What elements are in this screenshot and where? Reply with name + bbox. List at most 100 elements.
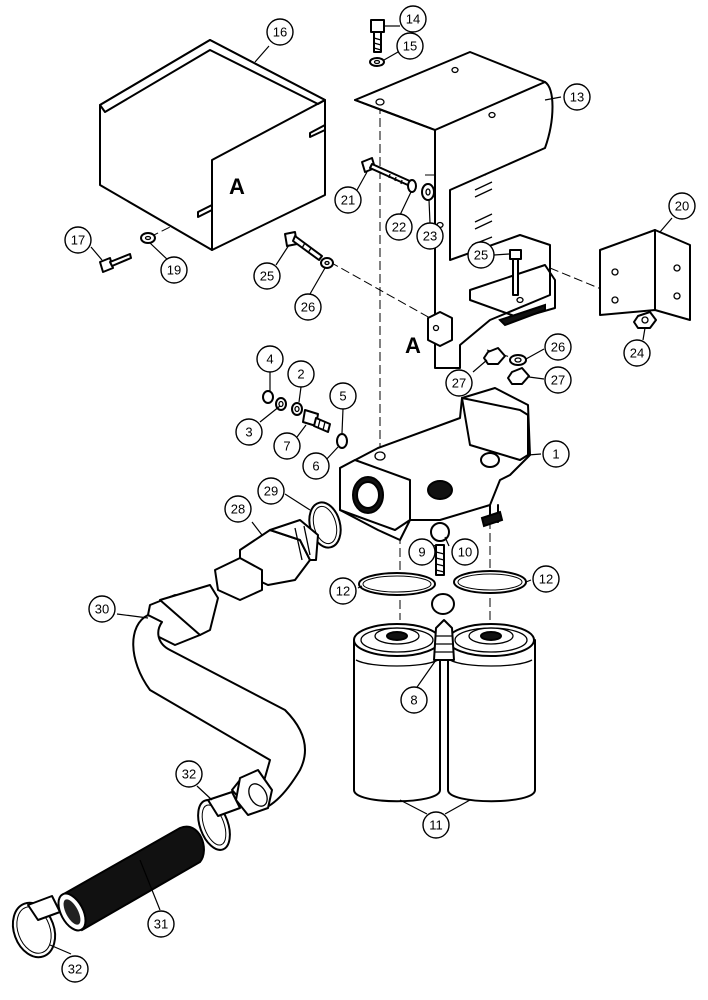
callout-text-20: 20	[675, 199, 689, 214]
washer-part-4	[262, 390, 274, 404]
callout-text-14: 14	[406, 12, 420, 27]
callout-19: 19	[160, 256, 188, 284]
callout-17: 17	[64, 226, 92, 254]
callout-26-right: 26	[544, 333, 572, 361]
washer-part-26-left	[320, 257, 334, 269]
callout-text-28: 28	[231, 502, 245, 517]
callout-text-27-left: 27	[452, 376, 466, 391]
callout-text-16: 16	[273, 25, 287, 40]
filter-cartridge-part-11-right	[447, 623, 536, 803]
callout-25-right: 25	[467, 241, 495, 269]
tube-part-30	[132, 584, 306, 816]
nipple-part-8	[433, 619, 455, 661]
weld-nut-block	[427, 311, 453, 347]
callout-15: 15	[396, 32, 424, 60]
nut-part-24	[633, 311, 657, 329]
callout-32-upper: 32	[175, 760, 203, 788]
callout-text-2: 2	[297, 367, 304, 382]
gasket-part-12-right	[453, 570, 527, 594]
callout-26-left: 26	[294, 293, 322, 321]
callout-text-22: 22	[392, 220, 406, 235]
callout-10: 10	[451, 538, 479, 566]
bolt-part-21	[361, 157, 413, 187]
callout-9: 9	[408, 538, 436, 566]
reference-label-a-upper: A	[229, 174, 245, 199]
lock-washer-part-22	[407, 179, 417, 193]
callout-text-6: 6	[312, 459, 319, 474]
nut-part-27-left	[483, 347, 506, 365]
callout-text-10: 10	[458, 545, 472, 560]
callout-text-17: 17	[71, 233, 85, 248]
washer-part-15	[369, 57, 385, 67]
callout-25-left: 25	[253, 262, 281, 290]
filter-cartridge-part-11-left	[353, 623, 441, 803]
callout-text-12-left: 12	[336, 584, 350, 599]
callout-text-24: 24	[630, 346, 644, 361]
callout-text-30: 30	[95, 602, 109, 617]
switch-part-7	[302, 409, 331, 433]
washer-part-26-right	[509, 354, 527, 366]
callout-5: 5	[329, 382, 357, 410]
callout-text-26-left: 26	[301, 300, 315, 315]
cover-part-16	[99, 39, 326, 251]
callout-7: 7	[273, 432, 301, 460]
callout-text-32-upper: 32	[182, 767, 196, 782]
callout-23: 23	[416, 222, 444, 250]
o-ring-part-6	[336, 433, 348, 449]
gasket-part-12-left	[358, 572, 436, 596]
hose-clamp-part-32-upper	[197, 791, 241, 851]
callout-text-29: 29	[264, 484, 278, 499]
callout-32-lower: 32	[61, 955, 89, 983]
callout-text-9: 9	[418, 545, 425, 560]
callout-text-7: 7	[283, 439, 290, 454]
washer-part-23	[421, 183, 435, 201]
washer-part-19	[140, 232, 156, 244]
callout-text-23: 23	[423, 229, 437, 244]
leader-lines	[49, 25, 673, 955]
callout-4: 4	[256, 345, 284, 373]
callout-text-11: 11	[429, 818, 443, 833]
callout-text-25-right: 25	[474, 248, 488, 263]
callout-27-left: 27	[445, 369, 473, 397]
callout-text-4: 4	[266, 352, 273, 367]
washer-part-2	[291, 402, 303, 416]
callout-22: 22	[385, 213, 413, 241]
callout-text-8: 8	[410, 693, 417, 708]
callout-text-31: 31	[154, 917, 168, 932]
callout-31: 31	[147, 910, 175, 938]
nut-part-27-right	[507, 367, 530, 385]
callout-3: 3	[235, 418, 263, 446]
callout-29: 29	[257, 477, 285, 505]
callout-12-right: 12	[532, 565, 560, 593]
relief-valve-parts	[430, 522, 455, 615]
bolt-part-17	[99, 253, 132, 273]
callout-21: 21	[334, 186, 362, 214]
callout-6: 6	[302, 452, 330, 480]
adapter-part-28	[214, 519, 319, 601]
callout-11: 11	[422, 811, 450, 839]
bolt-part-25-right	[509, 249, 522, 296]
callout-13: 13	[563, 83, 591, 111]
callout-text-12-right: 12	[539, 572, 553, 587]
callout-16: 16	[266, 18, 294, 46]
callout-27-right: 27	[544, 366, 572, 394]
mounting-bracket-part-13	[354, 51, 556, 369]
reference-label-a-lower: A	[405, 333, 421, 358]
callout-24: 24	[623, 339, 651, 367]
callout-1: 1	[542, 440, 570, 468]
callout-30: 30	[88, 595, 116, 623]
callout-text-19: 19	[167, 263, 181, 278]
callout-text-15: 15	[403, 39, 417, 54]
callout-text-13: 13	[570, 90, 584, 105]
callout-28: 28	[224, 495, 252, 523]
callout-8: 8	[400, 686, 428, 714]
callout-text-32-lower: 32	[68, 962, 82, 977]
callout-20: 20	[668, 192, 696, 220]
callout-text-21: 21	[341, 193, 355, 208]
filter-head-part-1	[339, 387, 531, 541]
bolt-part-25-left	[284, 231, 323, 261]
callout-text-26-right: 26	[551, 340, 565, 355]
hardware-fasteners	[99, 19, 657, 449]
